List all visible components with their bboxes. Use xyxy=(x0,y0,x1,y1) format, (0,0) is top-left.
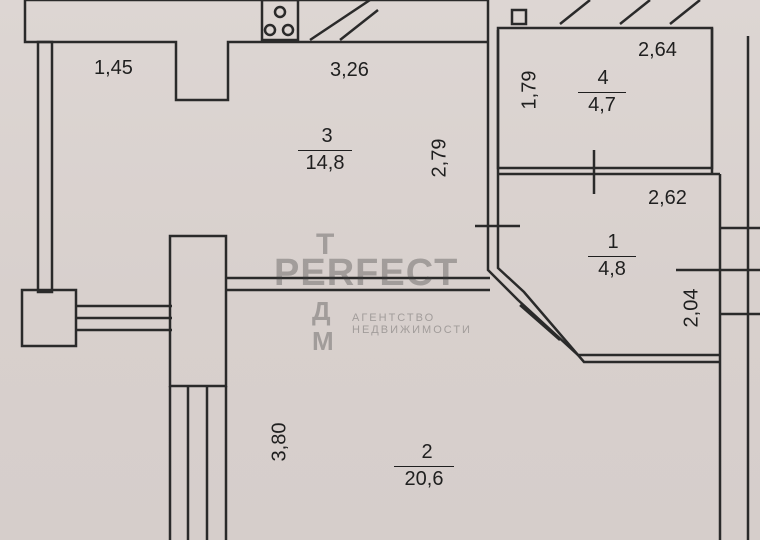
dimension-room4-depth: 1,79 xyxy=(518,70,541,110)
room-3-number: 3 xyxy=(321,125,333,147)
room-2-number: 2 xyxy=(421,441,433,463)
balcony-column xyxy=(20,288,78,348)
dimension-balcony-width: 1,45 xyxy=(94,57,133,79)
top-outer-wall xyxy=(23,0,488,102)
watermark-brand: PERFECT xyxy=(274,252,459,294)
watermark-letter-m: М xyxy=(312,326,334,356)
dimension-room4-width: 2,64 xyxy=(638,39,677,61)
watermark-letter-d: Д xyxy=(312,296,331,326)
central-pillar xyxy=(168,234,228,388)
watermark-letter-t: Т xyxy=(316,228,335,261)
watermark-tagline-line2: НЕДВИЖИМОСТИ xyxy=(352,324,472,336)
dimension-kitchen-width: 3,26 xyxy=(330,59,369,81)
room-1-number: 1 xyxy=(607,231,619,253)
dimension-room1-depth: 2,04 xyxy=(680,288,703,328)
watermark-tagline-line1: АГЕНТСТВО xyxy=(352,312,436,324)
dimension-kitchen-depth: 2,79 xyxy=(428,138,451,178)
room-3-area: 14,8 xyxy=(298,150,352,173)
room-2-area: 20,6 xyxy=(394,466,454,489)
dimension-room2-depth: 3,80 xyxy=(268,422,291,462)
room-4-area: 4,7 xyxy=(578,92,626,115)
room-4-number: 4 xyxy=(597,67,609,89)
balcony-rail xyxy=(36,40,54,294)
dimension-room1-width: 2,62 xyxy=(648,187,687,209)
room-1-area: 4,8 xyxy=(588,256,636,279)
